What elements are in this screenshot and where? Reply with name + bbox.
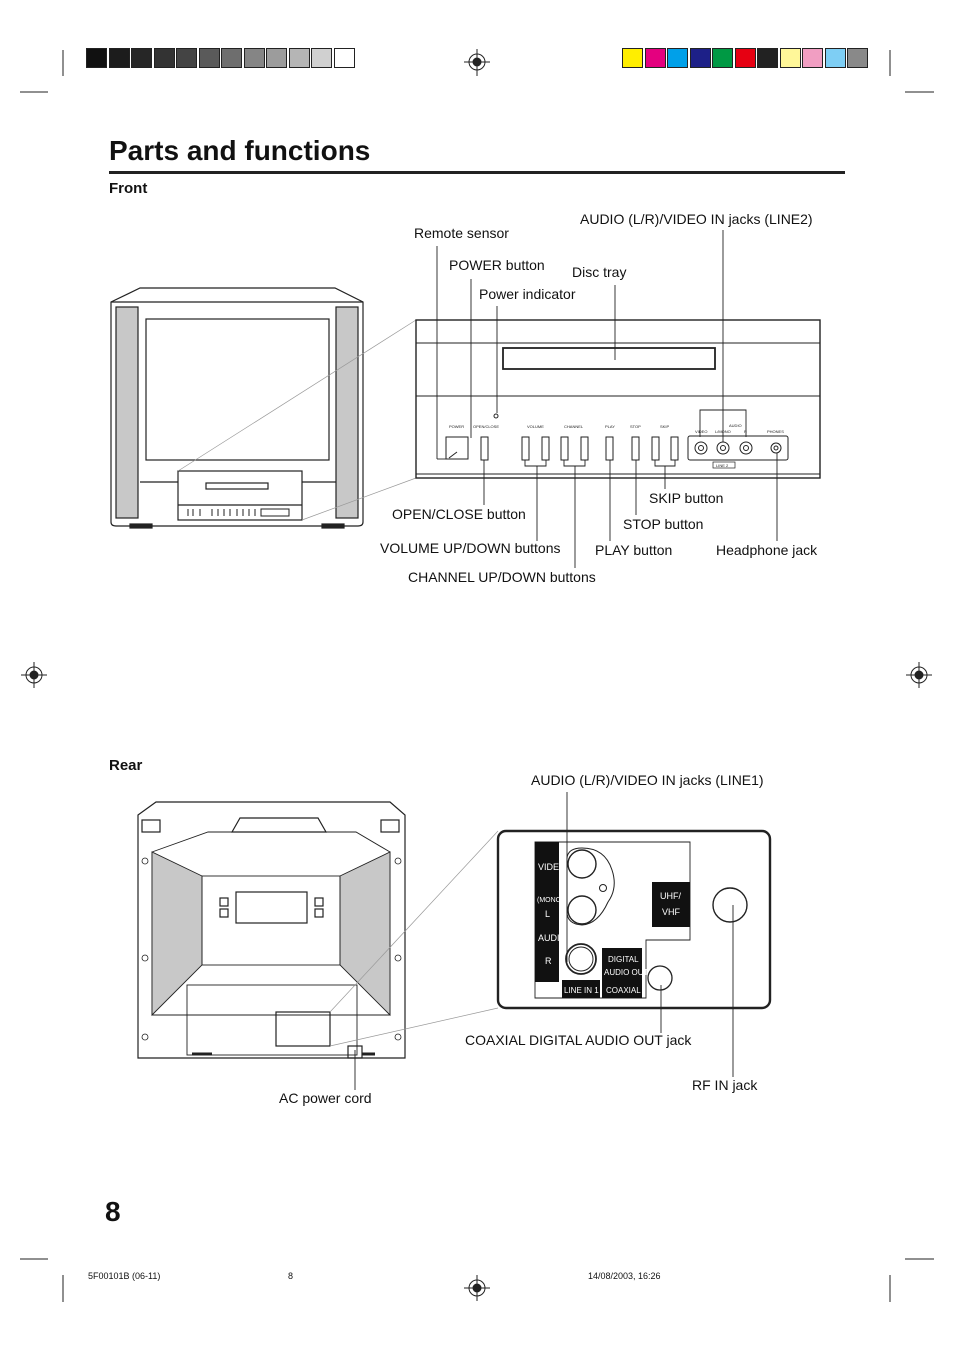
registration-target-left [21,662,47,688]
label-remote-sensor: Remote sensor [414,225,509,241]
rear-tv-illustration [137,801,406,1059]
label-stop-button: STOP button [623,516,704,532]
line2-jack-panel [687,435,789,461]
registration-swatch [667,48,688,68]
label-coaxial-out: COAXIAL DIGITAL AUDIO OUT jack [465,1032,692,1048]
rear-heading: Rear [109,757,143,774]
open-close-button [480,436,489,461]
registration-swatch [779,48,801,68]
registration-swatch [266,48,287,68]
registration-swatch [734,48,756,68]
panel-text-open-close: OPEN/CLOSE [473,424,499,429]
label-audio-video-in-line2: AUDIO (L/R)/VIDEO IN jacks (LINE2) [580,211,813,227]
registration-swatch [802,48,823,68]
panel-text-power: POWER [449,424,464,429]
panel-text-play: PLAY [605,424,615,429]
rear-text-line1: LINE IN 1 [564,986,599,995]
rear-text-mono: (MONO) [537,897,563,904]
panel-text-r: R [744,429,747,434]
footer-doc-code: 5F00101B (06-11) [88,1271,161,1281]
label-audio-video-in-line1: AUDIO (L/R)/VIDEO IN jacks (LINE1) [531,772,764,788]
rear-zoom-lines [329,830,499,1047]
power-indicator-led [493,413,499,419]
label-open-close-button: OPEN/CLOSE button [392,506,526,522]
registration-swatch [712,48,733,68]
registration-swatch [86,48,107,68]
registration-swatch [333,48,355,68]
channel-up-button [580,436,589,461]
registration-swatch [622,48,643,68]
title-rule [109,171,845,174]
front-zoom-lines [177,319,417,521]
registration-swatch [176,48,197,68]
registration-swatch [644,48,666,68]
skip-forward-button [670,436,679,461]
label-play-button: PLAY button [595,542,673,558]
registration-swatch [198,48,220,68]
rear-text-coaxial: COAXIAL [606,986,641,995]
page-title: Parts and functions [109,135,371,166]
registration-swatch [757,48,778,68]
page-number: 8 [105,1196,121,1227]
front-panel-closeup [415,319,821,479]
registration-target-right [906,662,932,688]
registration-target-bottom [464,1275,490,1301]
rear-text-l: L [545,909,550,919]
rear-text-video: VIDEO [538,862,566,872]
rear-text-uhf: UHF/ [660,891,681,901]
front-tv-illustration [110,287,364,529]
panel-text-phones: PHONES [767,429,784,434]
skip-back-button [651,436,660,461]
registration-swatch [131,48,152,68]
registration-swatch [824,48,846,68]
rear-text-vhf: VHF [662,907,681,917]
registration-swatch [288,48,310,68]
label-skip-button: SKIP button [649,490,724,506]
registration-swatch [311,48,332,68]
panel-text-video: VIDEO [695,429,707,434]
panel-text-audio: AUDIO [729,423,742,428]
label-channel-buttons: CHANNEL UP/DOWN buttons [408,569,596,585]
rear-text-digital: DIGITAL [608,955,639,964]
label-headphone-jack: Headphone jack [716,542,818,558]
registration-swatch [243,48,265,68]
rear-text-audio: AUDIO [538,933,567,943]
label-volume-buttons: VOLUME UP/DOWN buttons [380,540,561,556]
label-ac-cord: AC power cord [279,1090,372,1106]
panel-text-channel: CHANNEL [564,424,584,429]
panel-text-line2: LINE 2 [716,463,729,468]
registration-swatch [847,48,868,68]
panel-text-l-mono: L/MONO [715,429,731,434]
panel-text-volume: VOLUME [527,424,544,429]
registration-swatch [153,48,175,68]
label-power-button: POWER button [449,257,545,273]
stop-button [631,436,640,461]
panel-text-skip: SKIP [660,424,669,429]
registration-swatch [108,48,130,68]
registration-target-top [464,49,490,76]
rear-text-r: R [545,956,552,966]
rear-text-audio-out: AUDIO OUT [604,968,649,977]
channel-down-button [560,436,569,461]
label-disc-tray: Disc tray [572,264,627,280]
front-heading: Front [109,180,148,197]
label-rf-in: RF IN jack [692,1077,758,1093]
volume-up-button [541,436,550,461]
volume-down-button [521,436,530,461]
play-button [605,436,614,461]
power-button [445,436,469,460]
footer-page: 8 [288,1271,294,1281]
registration-swatch [689,48,711,68]
rear-callout-lines [354,792,734,1090]
panel-text-stop: STOP [630,424,641,429]
front-callout-lines [436,230,778,568]
registration-swatch [221,48,242,68]
rear-panel-closeup [496,829,772,1010]
footer-timestamp: 14/08/2003, 16:26 [588,1271,661,1281]
label-power-indicator: Power indicator [479,286,576,302]
